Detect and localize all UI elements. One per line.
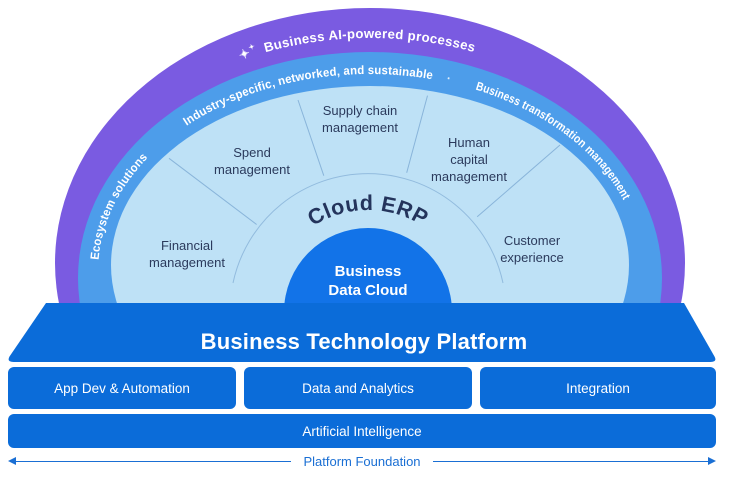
segment-divider (476, 144, 561, 218)
svg-text:management: management (431, 169, 507, 184)
foundation-line (16, 460, 292, 462)
svg-text:Financial: Financial (161, 238, 213, 253)
svg-text:experience: experience (500, 250, 564, 265)
capability-data-and-analytics: Data and Analytics (244, 367, 472, 409)
svg-text:Human: Human (448, 135, 490, 150)
erp-inner-ring (232, 173, 504, 284)
svg-text:management: management (322, 120, 398, 135)
capability-app-dev-automation: App Dev & Automation (8, 367, 236, 409)
segment-customer-experience: Customer experience (500, 233, 564, 265)
platform-foundation-label: Platform Foundation (303, 453, 421, 469)
svg-text:Spend: Spend (233, 145, 271, 160)
erp-area (111, 86, 629, 304)
business-technology-platform-title: Business Technology Platform (201, 329, 528, 354)
svg-text:Supply chain: Supply chain (323, 103, 397, 118)
segment-divider (406, 95, 428, 173)
svg-text:Customer: Customer (504, 233, 561, 248)
business-data-cloud-core (284, 228, 452, 304)
platform-foundation-row: Platform Foundation (8, 452, 717, 470)
segment-human-capital-management: Human capital management (431, 135, 507, 184)
segment-divider (297, 99, 325, 176)
segment-divider (168, 157, 257, 225)
separator-dot: · (446, 71, 453, 86)
arrow-left-icon (8, 457, 16, 465)
business-technology-platform-bar (8, 303, 716, 362)
foundation-line (432, 460, 709, 462)
svg-text:capital: capital (450, 152, 488, 167)
segment-financial-management: Financial management (149, 238, 225, 270)
svg-text:Business: Business (335, 263, 402, 280)
segment-spend-management: Spend management (214, 145, 290, 177)
ai-sparkle-icon: ✦ (237, 45, 253, 63)
arrow-right-icon (708, 457, 717, 465)
svg-text:management: management (214, 162, 290, 177)
segment-supply-chain-management: Supply chain management (322, 103, 398, 135)
capability-integration: Integration (480, 367, 716, 409)
svg-text:Data Cloud: Data Cloud (328, 282, 407, 299)
business-data-cloud-label: Business Data Cloud (328, 263, 407, 299)
svg-text:management: management (149, 255, 225, 270)
artificial-intelligence-layer: Artificial Intelligence (8, 414, 716, 448)
ai-sparkle-small-icon: ✦ (247, 42, 256, 53)
